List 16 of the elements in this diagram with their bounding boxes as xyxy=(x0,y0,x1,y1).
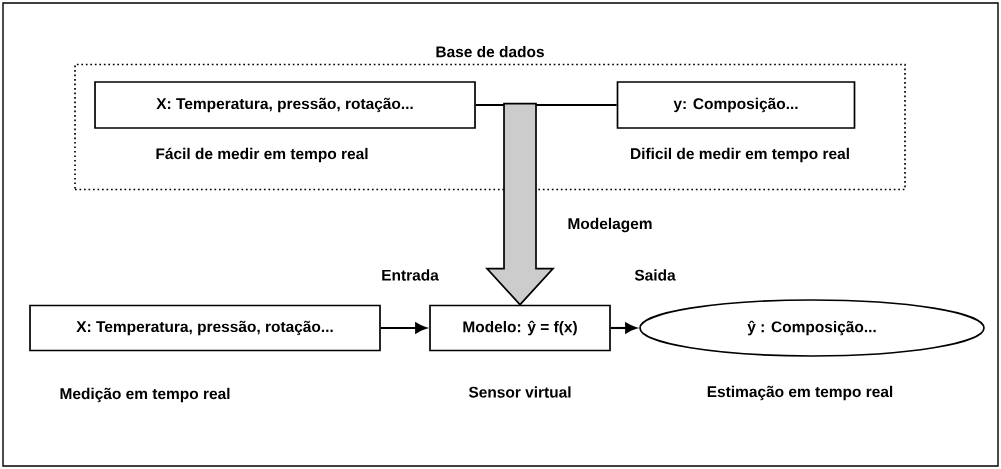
edge-label: Modelagem xyxy=(568,217,652,233)
node-caption: Sensor virtual xyxy=(468,386,571,398)
node-caption: Dificil de medir em tempo real xyxy=(631,147,849,163)
node-caption: Medição em tempo real xyxy=(60,387,230,403)
group-heading: Base de dados xyxy=(436,45,544,58)
node-caption: Estimação em tempo real xyxy=(707,385,893,401)
process-box: X: Temperatura, pressão, rotação... xyxy=(29,304,381,352)
process-box: Modelo: ŷ = f(x) xyxy=(429,304,611,352)
process-box: X: Temperatura, pressão, rotação... xyxy=(94,81,476,129)
process-box: y: Composição... xyxy=(616,81,856,129)
block-arrow xyxy=(485,102,555,306)
arrow xyxy=(380,322,427,334)
edge-label: Saida xyxy=(634,269,676,281)
node-caption: Fácil de medir em tempo real xyxy=(156,147,368,163)
edge-label: Entrada xyxy=(382,269,439,281)
arrow xyxy=(610,322,637,334)
